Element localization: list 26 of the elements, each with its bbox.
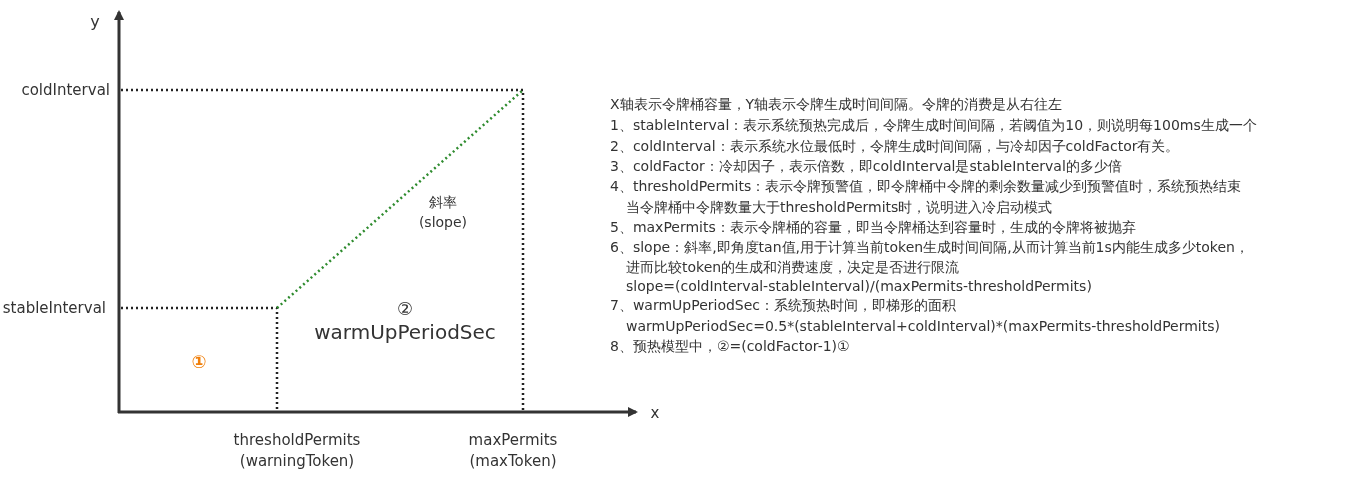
area-label: warmUpPeriodSec xyxy=(314,320,496,344)
area-number: ② xyxy=(396,298,414,320)
tick-label: (maxToken) xyxy=(469,452,557,470)
note-line: 进而比较token的生成和消费速度，决定是否进行限流 xyxy=(626,258,960,276)
tick-label: (warningToken) xyxy=(239,452,355,470)
note-line: 2、coldInterval：表示系统水位最低时，令牌生成时间间隔，与冷却因子coldFactor有关。 xyxy=(610,137,1180,155)
tick-label: coldInterval xyxy=(21,81,110,99)
note-line: 4、thresholdPermits：表示令牌预警值，即令牌桶中令牌的剩余数量减少到预警值时，系统预热结束 xyxy=(610,177,1242,195)
note-line: warmUpPeriodSec=0.5*(stableInterval+coldInterval)*(maxPermits-thresholdPermits) xyxy=(626,317,1220,335)
tick-label: stableInterval xyxy=(2,299,106,317)
note-line: 3、coldFactor：冷却因子，表示倍数，即coldInterval是stableInterval的多少倍 xyxy=(610,157,1122,175)
note-line: 当令牌桶中令牌数量大于thresholdPermits时，说明进入冷启动模式 xyxy=(626,198,1053,216)
note-line: X轴表示令牌桶容量，Y轴表示令牌生成时间间隔。令牌的消费是从右往左 xyxy=(610,95,1063,113)
note-line: 6、slope：斜率,即角度tan值,用于计算当前token生成时间间隔,从而计算当前1s内能生成多少token， xyxy=(610,238,1249,256)
note-line: slope=(coldInterval-stableInterval)/(maxPermits-thresholdPermits) xyxy=(626,277,1092,295)
tick-label: thresholdPermits xyxy=(233,431,361,449)
tick-label: maxPermits xyxy=(468,431,558,449)
note-line: 7、warmUpPeriodSec：系统预热时间，即梯形的面积 xyxy=(610,296,957,314)
slope-label: (slope) xyxy=(418,213,468,231)
axis-label: y xyxy=(90,12,100,32)
area-number: ① xyxy=(191,351,207,373)
axis-label: x xyxy=(650,404,660,422)
note-line: 5、maxPermits：表示令牌桶的容量，即当令牌桶达到容量时，生成的令牌将被抛弃 xyxy=(610,218,1136,236)
note-line: 1、stableInterval：表示系统预热完成后，令牌生成时间间隔，若阈值为10，则说明每100ms生成一个 xyxy=(610,116,1257,134)
slope-label: 斜率 xyxy=(429,193,457,211)
note-line: 8、预热模型中，②=(coldFactor-1)① xyxy=(610,337,850,355)
